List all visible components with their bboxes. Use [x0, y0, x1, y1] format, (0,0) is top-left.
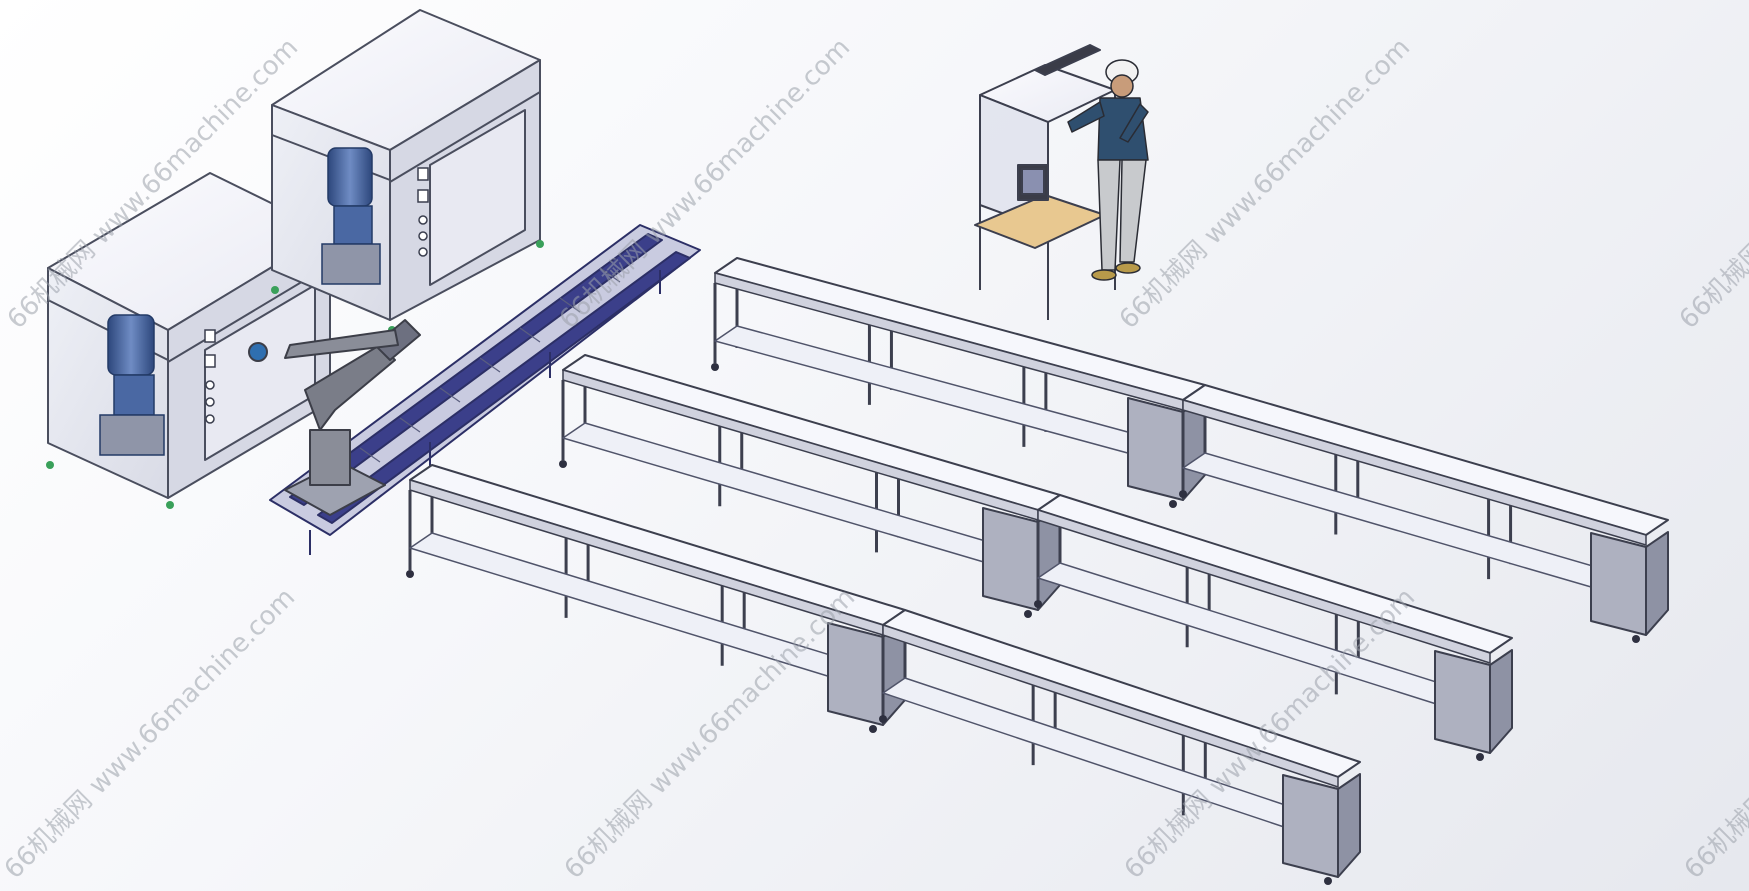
cabinet-left [47, 172, 331, 499]
conveyor-table [1179, 384, 1669, 643]
conveyor-tables [406, 257, 1669, 885]
conveyor-table [559, 354, 1061, 618]
conveyor-table [711, 257, 1206, 508]
watermark-text: 66机械网 www.66machine.com [1114, 33, 1416, 335]
watermark-text: 66机械网 www.66machine.com [1679, 583, 1749, 885]
operator-station [974, 44, 1116, 320]
control-buttons-left [204, 329, 216, 424]
motor-left [99, 314, 165, 456]
watermark-text: 66机械网 www.66machine.com [0, 583, 301, 885]
watermark-text: 66机械网 www.66machine.com [1119, 583, 1421, 885]
robot-arm [248, 319, 421, 516]
track-rail-ties [359, 267, 621, 463]
control-buttons-right [417, 167, 429, 257]
cabinet-right [271, 9, 541, 321]
worker-figure [1067, 59, 1149, 281]
motor-right [321, 147, 381, 285]
conveyor-table [406, 464, 906, 733]
conveyor-table [1034, 494, 1513, 761]
conveyor-table [879, 609, 1361, 885]
linear-track [269, 224, 701, 555]
watermark-text: 66机械网 www.66machine.com [1674, 33, 1749, 335]
